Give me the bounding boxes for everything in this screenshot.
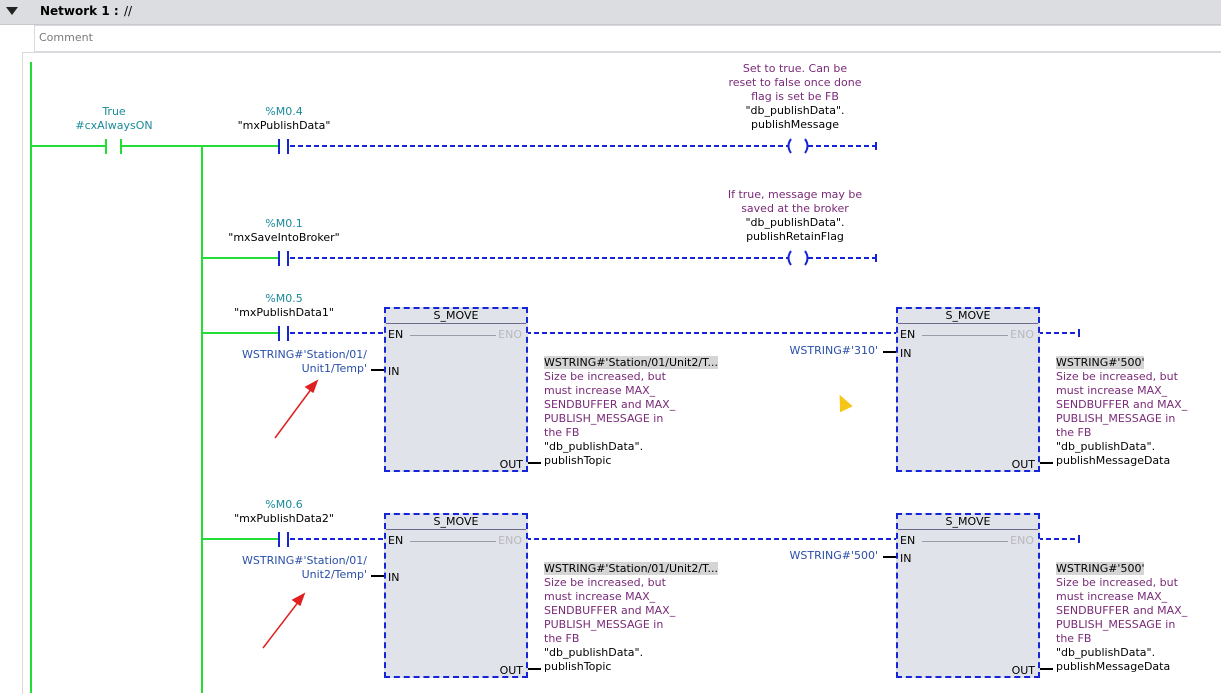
pin-en[interactable]: EN <box>900 534 916 547</box>
coil-operand-line: publishRetainFlag <box>746 230 844 243</box>
move-in-operand[interactable]: WSTRING#'Station/01/ Unit1/Temp' <box>242 348 367 375</box>
pin-in[interactable]: IN <box>388 365 400 378</box>
pin-in[interactable]: IN <box>900 552 912 565</box>
contact-tag[interactable]: "mxPublishData1" <box>234 306 334 319</box>
pin-en[interactable]: EN <box>900 328 916 341</box>
en-eno-line <box>922 335 1008 336</box>
coil-operand-publishMessage[interactable]: Set to true. Can be reset to false once … <box>720 62 870 132</box>
pin-eno[interactable]: ENO <box>498 534 522 547</box>
s-move-block[interactable]: S_MOVE EN ENO IN OUT <box>384 513 528 678</box>
coil-comment-line: flag is set be FB <box>751 90 839 103</box>
coil-comment-line: reset to false once done <box>728 76 862 89</box>
en-eno-line <box>410 335 496 336</box>
move-in-operand[interactable]: WSTRING#'Station/01/ Unit2/Temp' <box>242 554 367 581</box>
pin-in[interactable]: IN <box>900 347 912 360</box>
comment-placeholder: Comment <box>39 31 93 44</box>
contact-tag[interactable]: #cxAlwaysON <box>75 119 153 132</box>
coil-operand-line: "db_publishData". <box>745 104 845 117</box>
block-title: S_MOVE <box>898 515 1038 530</box>
pin-eno[interactable]: ENO <box>498 328 522 341</box>
block-title: S_MOVE <box>386 309 526 324</box>
block-title: S_MOVE <box>386 515 526 530</box>
coil-operand-line: publishMessage <box>751 118 839 131</box>
pin-eno[interactable]: ENO <box>1010 328 1034 341</box>
contact-address[interactable]: %M0.6 <box>265 498 303 511</box>
block-title: S_MOVE <box>898 309 1038 324</box>
pin-eno[interactable]: ENO <box>1010 534 1034 547</box>
contact-tag[interactable]: "mxPublishData" <box>237 119 331 132</box>
move-out-operand[interactable]: WSTRING#'500' Size be increased, but mus… <box>1056 356 1188 467</box>
red-arrow-icon <box>274 379 319 439</box>
move-out-operand[interactable]: WSTRING#'Station/01/Unit2/T... Size be i… <box>544 562 718 673</box>
pin-out[interactable]: OUT <box>499 458 523 471</box>
move-out-operand[interactable]: WSTRING#'Station/01/Unit2/T... Size be i… <box>544 356 718 467</box>
network-comment-field[interactable]: Comment <box>34 25 1221 52</box>
pin-in[interactable]: IN <box>388 571 400 584</box>
network-header: Network 1 : // <box>0 0 1221 25</box>
move-out-operand[interactable]: WSTRING#'500' Size be increased, but mus… <box>1056 562 1188 673</box>
network-title-comment[interactable]: // <box>124 4 133 18</box>
en-eno-line <box>410 541 496 542</box>
en-eno-line <box>922 541 1008 542</box>
pin-en[interactable]: EN <box>388 534 404 547</box>
coil-publishRetainFlag <box>787 250 809 266</box>
contact-tag[interactable]: "mxSaveIntoBroker" <box>228 231 340 244</box>
network-area <box>22 52 1221 694</box>
coil-publishMessage <box>787 138 809 154</box>
contact-address[interactable]: %M0.1 <box>265 217 303 230</box>
collapse-triangle-icon[interactable] <box>6 7 18 15</box>
move-in-operand[interactable]: WSTRING#'500' <box>789 549 878 562</box>
coil-comment-line: If true, message may be <box>727 188 863 201</box>
move-in-operand[interactable]: WSTRING#'310' <box>789 344 878 357</box>
pin-out[interactable]: OUT <box>1011 664 1035 677</box>
pin-out[interactable]: OUT <box>499 664 523 677</box>
contact-tag[interactable]: "mxPublishData2" <box>234 512 334 525</box>
contact-address[interactable]: True <box>102 105 126 118</box>
s-move-block[interactable]: S_MOVE EN ENO IN OUT <box>896 307 1040 472</box>
pin-en[interactable]: EN <box>388 328 404 341</box>
red-arrow-icon <box>262 592 306 649</box>
coil-operand-line: "db_publishData". <box>745 216 845 229</box>
contact-address[interactable]: %M0.4 <box>265 105 303 118</box>
contact-address[interactable]: %M0.5 <box>265 292 303 305</box>
coil-comment-line: Set to true. Can be <box>742 62 848 75</box>
s-move-block[interactable]: S_MOVE EN ENO IN OUT <box>384 307 528 472</box>
coil-operand-publishRetainFlag[interactable]: If true, message may be saved at the bro… <box>720 188 870 244</box>
s-move-block[interactable]: S_MOVE EN ENO IN OUT <box>896 513 1040 678</box>
pin-out[interactable]: OUT <box>1011 458 1035 471</box>
network-title[interactable]: Network 1 : <box>40 4 119 18</box>
coil-comment-line: saved at the broker <box>741 202 849 215</box>
